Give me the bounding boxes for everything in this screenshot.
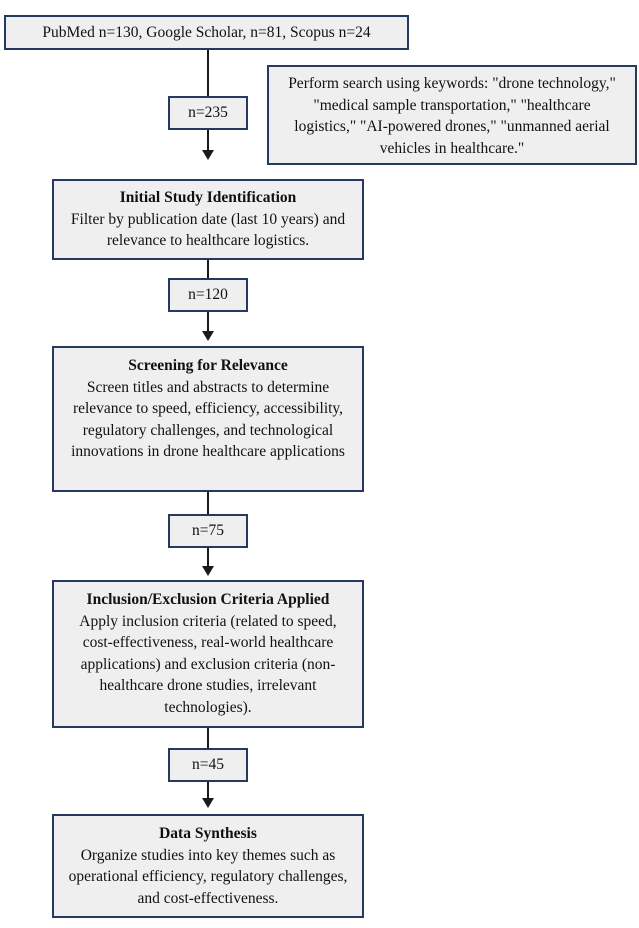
connector-line — [207, 130, 209, 150]
connector-line — [207, 728, 209, 748]
sources-text: PubMed n=130, Google Scholar, n=81, Scop… — [42, 24, 371, 41]
step-description: Organize studies into key themes such as… — [68, 846, 348, 907]
count-label: n=45 — [192, 756, 224, 773]
step-title: Data Synthesis — [159, 825, 257, 842]
connector-line — [207, 312, 209, 331]
step-title: Screening for Relevance — [128, 357, 288, 374]
search-keywords-text: Perform search using keywords: "drone te… — [288, 75, 616, 157]
step-inclusion-exclusion: Inclusion/Exclusion Criteria Applied App… — [52, 580, 364, 728]
arrow-down-icon — [202, 150, 214, 160]
step-title: Inclusion/Exclusion Criteria Applied — [86, 591, 330, 608]
count-box-75: n=75 — [168, 514, 248, 548]
step-description: Screen titles and abstracts to determine… — [71, 378, 345, 461]
count-label: n=235 — [188, 104, 228, 121]
count-label: n=120 — [188, 286, 228, 303]
count-box-235: n=235 — [168, 96, 248, 130]
step-description: Filter by publication date (last 10 year… — [70, 210, 346, 250]
step-screening-relevance: Screening for Relevance Screen titles an… — [52, 346, 364, 492]
step-data-synthesis: Data Synthesis Organize studies into key… — [52, 814, 364, 918]
arrow-down-icon — [202, 331, 214, 341]
step-initial-identification: Initial Study Identification Filter by p… — [52, 179, 364, 260]
search-keywords-box: Perform search using keywords: "drone te… — [267, 65, 637, 165]
connector-line — [207, 260, 209, 278]
step-title: Initial Study Identification — [119, 189, 297, 206]
count-label: n=75 — [192, 522, 224, 539]
sources-box: PubMed n=130, Google Scholar, n=81, Scop… — [4, 15, 409, 50]
arrow-down-icon — [202, 566, 214, 576]
connector-line — [207, 782, 209, 798]
step-description: Apply inclusion criteria (related to spe… — [79, 612, 337, 716]
arrow-down-icon — [202, 798, 214, 808]
count-box-120: n=120 — [168, 278, 248, 312]
connector-line — [207, 548, 209, 566]
connector-line — [207, 492, 209, 514]
connector-line — [207, 50, 209, 96]
count-box-45: n=45 — [168, 748, 248, 782]
